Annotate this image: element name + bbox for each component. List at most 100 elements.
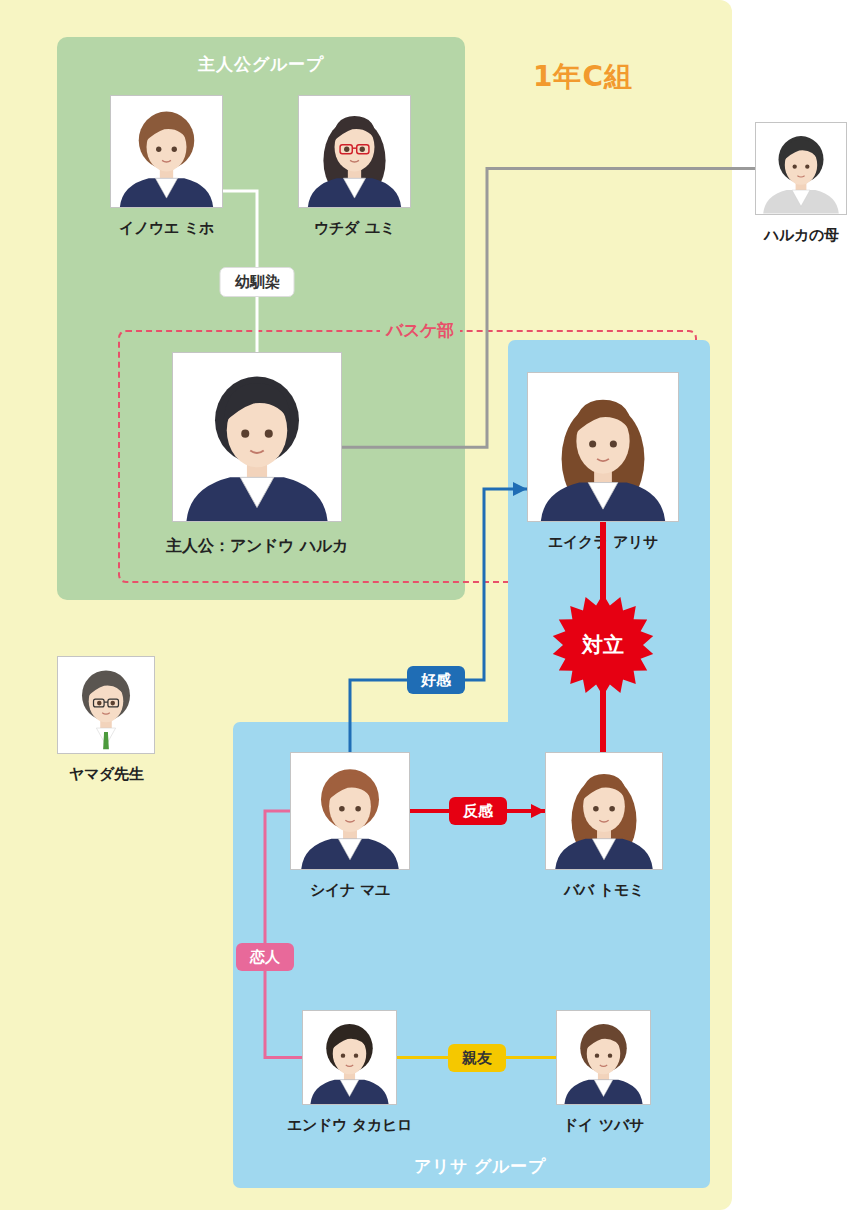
portrait-illustration <box>557 1011 650 1104</box>
blazer <box>310 1080 388 1104</box>
portrait-frame <box>57 656 155 754</box>
person-name-wrap: ウチダ ユミ <box>314 218 394 238</box>
mouth <box>600 1065 607 1066</box>
eye <box>593 806 599 812</box>
eye <box>172 147 177 152</box>
person-card: 主人公：アンドウ ハルカ <box>172 352 342 556</box>
blazer <box>66 728 147 753</box>
blazer <box>555 839 652 869</box>
mouth <box>346 1065 353 1066</box>
blazer <box>308 178 401 207</box>
eye <box>805 165 809 169</box>
relation-text: 反感 <box>463 802 493 820</box>
shirt <box>340 1080 359 1097</box>
shirt <box>594 1080 613 1097</box>
glasses <box>94 699 105 707</box>
portrait-frame <box>302 1010 397 1105</box>
eye <box>355 806 361 812</box>
fringe <box>783 140 819 162</box>
relation-label: 幼馴染 <box>220 267 295 297</box>
portrait-illustration <box>303 1011 396 1104</box>
person-name-wrap: ハルカの母 <box>764 225 839 245</box>
portrait-illustration <box>173 353 341 521</box>
portrait-illustration <box>291 753 409 869</box>
relation-label: 好感 <box>407 666 465 694</box>
person-name: エイクラ アリサ <box>548 533 658 551</box>
relation-text: 好感 <box>421 671 451 689</box>
portrait-illustration <box>528 373 678 521</box>
eye <box>360 147 365 152</box>
group-title: 主人公グループ <box>198 54 324 74</box>
relation-text: 親友 <box>462 1049 492 1067</box>
group-title: アリサ グループ <box>414 1156 547 1176</box>
person-card: エイクラ アリサ <box>527 372 679 556</box>
person-name: ドイ ツバサ <box>563 1116 643 1134</box>
eye <box>608 1053 612 1057</box>
person-card: イノウエ ミホ <box>110 95 223 242</box>
glasses <box>108 699 119 707</box>
person-name: ハルカの母 <box>764 226 839 244</box>
mouth <box>250 450 263 453</box>
eye <box>156 147 161 152</box>
fringe <box>331 1028 368 1050</box>
glasses <box>357 145 369 154</box>
person-card: シイナ マユ <box>290 752 410 904</box>
club-title: バスケ部 <box>380 320 460 340</box>
fringe <box>573 400 632 436</box>
mouth <box>102 713 110 714</box>
mouth <box>345 820 354 822</box>
person-name: ウチダ ユミ <box>314 219 394 237</box>
person-card: ハルカの母 <box>755 122 847 249</box>
conflict-burst: 対立 <box>551 593 655 697</box>
fringe <box>332 116 376 143</box>
portrait-frame <box>172 352 342 522</box>
person-name-wrap: ババ トモミ <box>564 880 644 900</box>
mouth <box>597 459 609 461</box>
person-name: エンドウ タカヒロ <box>287 1116 412 1134</box>
shirt <box>343 178 365 198</box>
fringe <box>87 674 125 697</box>
person-name-wrap: エンドウ タカヒロ <box>287 1115 412 1135</box>
relation-label: 親友 <box>448 1044 506 1072</box>
eye <box>241 430 249 438</box>
group-title-wrap: 1年C組 <box>533 58 633 96</box>
connector <box>342 169 755 448</box>
person-name: ヤマダ先生 <box>69 765 144 783</box>
eye <box>793 165 797 169</box>
shirt <box>592 839 615 860</box>
blazer <box>763 190 839 213</box>
eye <box>610 440 617 447</box>
blazer <box>301 839 398 869</box>
group-title: 1年C組 <box>533 60 633 93</box>
connector <box>350 489 527 752</box>
relation-text: 対立 <box>582 631 624 659</box>
eye <box>110 701 115 706</box>
person-card: エンドウ タカヒロ <box>302 1010 397 1139</box>
person-name-wrap: シイナ マユ <box>310 880 390 900</box>
shirt <box>588 483 618 510</box>
club-title-wrap: バスケ部 <box>380 319 460 342</box>
glasses <box>340 145 352 154</box>
relation-text: 恋人 <box>250 948 280 966</box>
person-card: ウチダ ユミ <box>298 95 411 242</box>
group-title-wrap: 主人公グループ <box>198 53 324 76</box>
portrait-frame <box>110 95 223 208</box>
portrait-frame <box>298 95 411 208</box>
mouth <box>797 176 804 177</box>
eye <box>339 806 345 812</box>
portrait-frame <box>290 752 410 870</box>
connector <box>265 811 302 1058</box>
person-card: ババ トモミ <box>545 752 663 904</box>
blazer <box>120 178 213 207</box>
eye <box>344 147 349 152</box>
person-name-wrap: エイクラ アリサ <box>548 532 658 552</box>
portrait-frame <box>556 1010 651 1105</box>
portrait-illustration <box>756 123 846 214</box>
portrait-frame <box>527 372 679 522</box>
person-name-wrap: イノウエ ミホ <box>119 218 214 238</box>
person-name: シイナ マユ <box>310 881 390 899</box>
portrait-illustration <box>58 657 154 753</box>
person-name: イノウエ ミホ <box>119 219 214 237</box>
eye <box>341 1053 345 1057</box>
